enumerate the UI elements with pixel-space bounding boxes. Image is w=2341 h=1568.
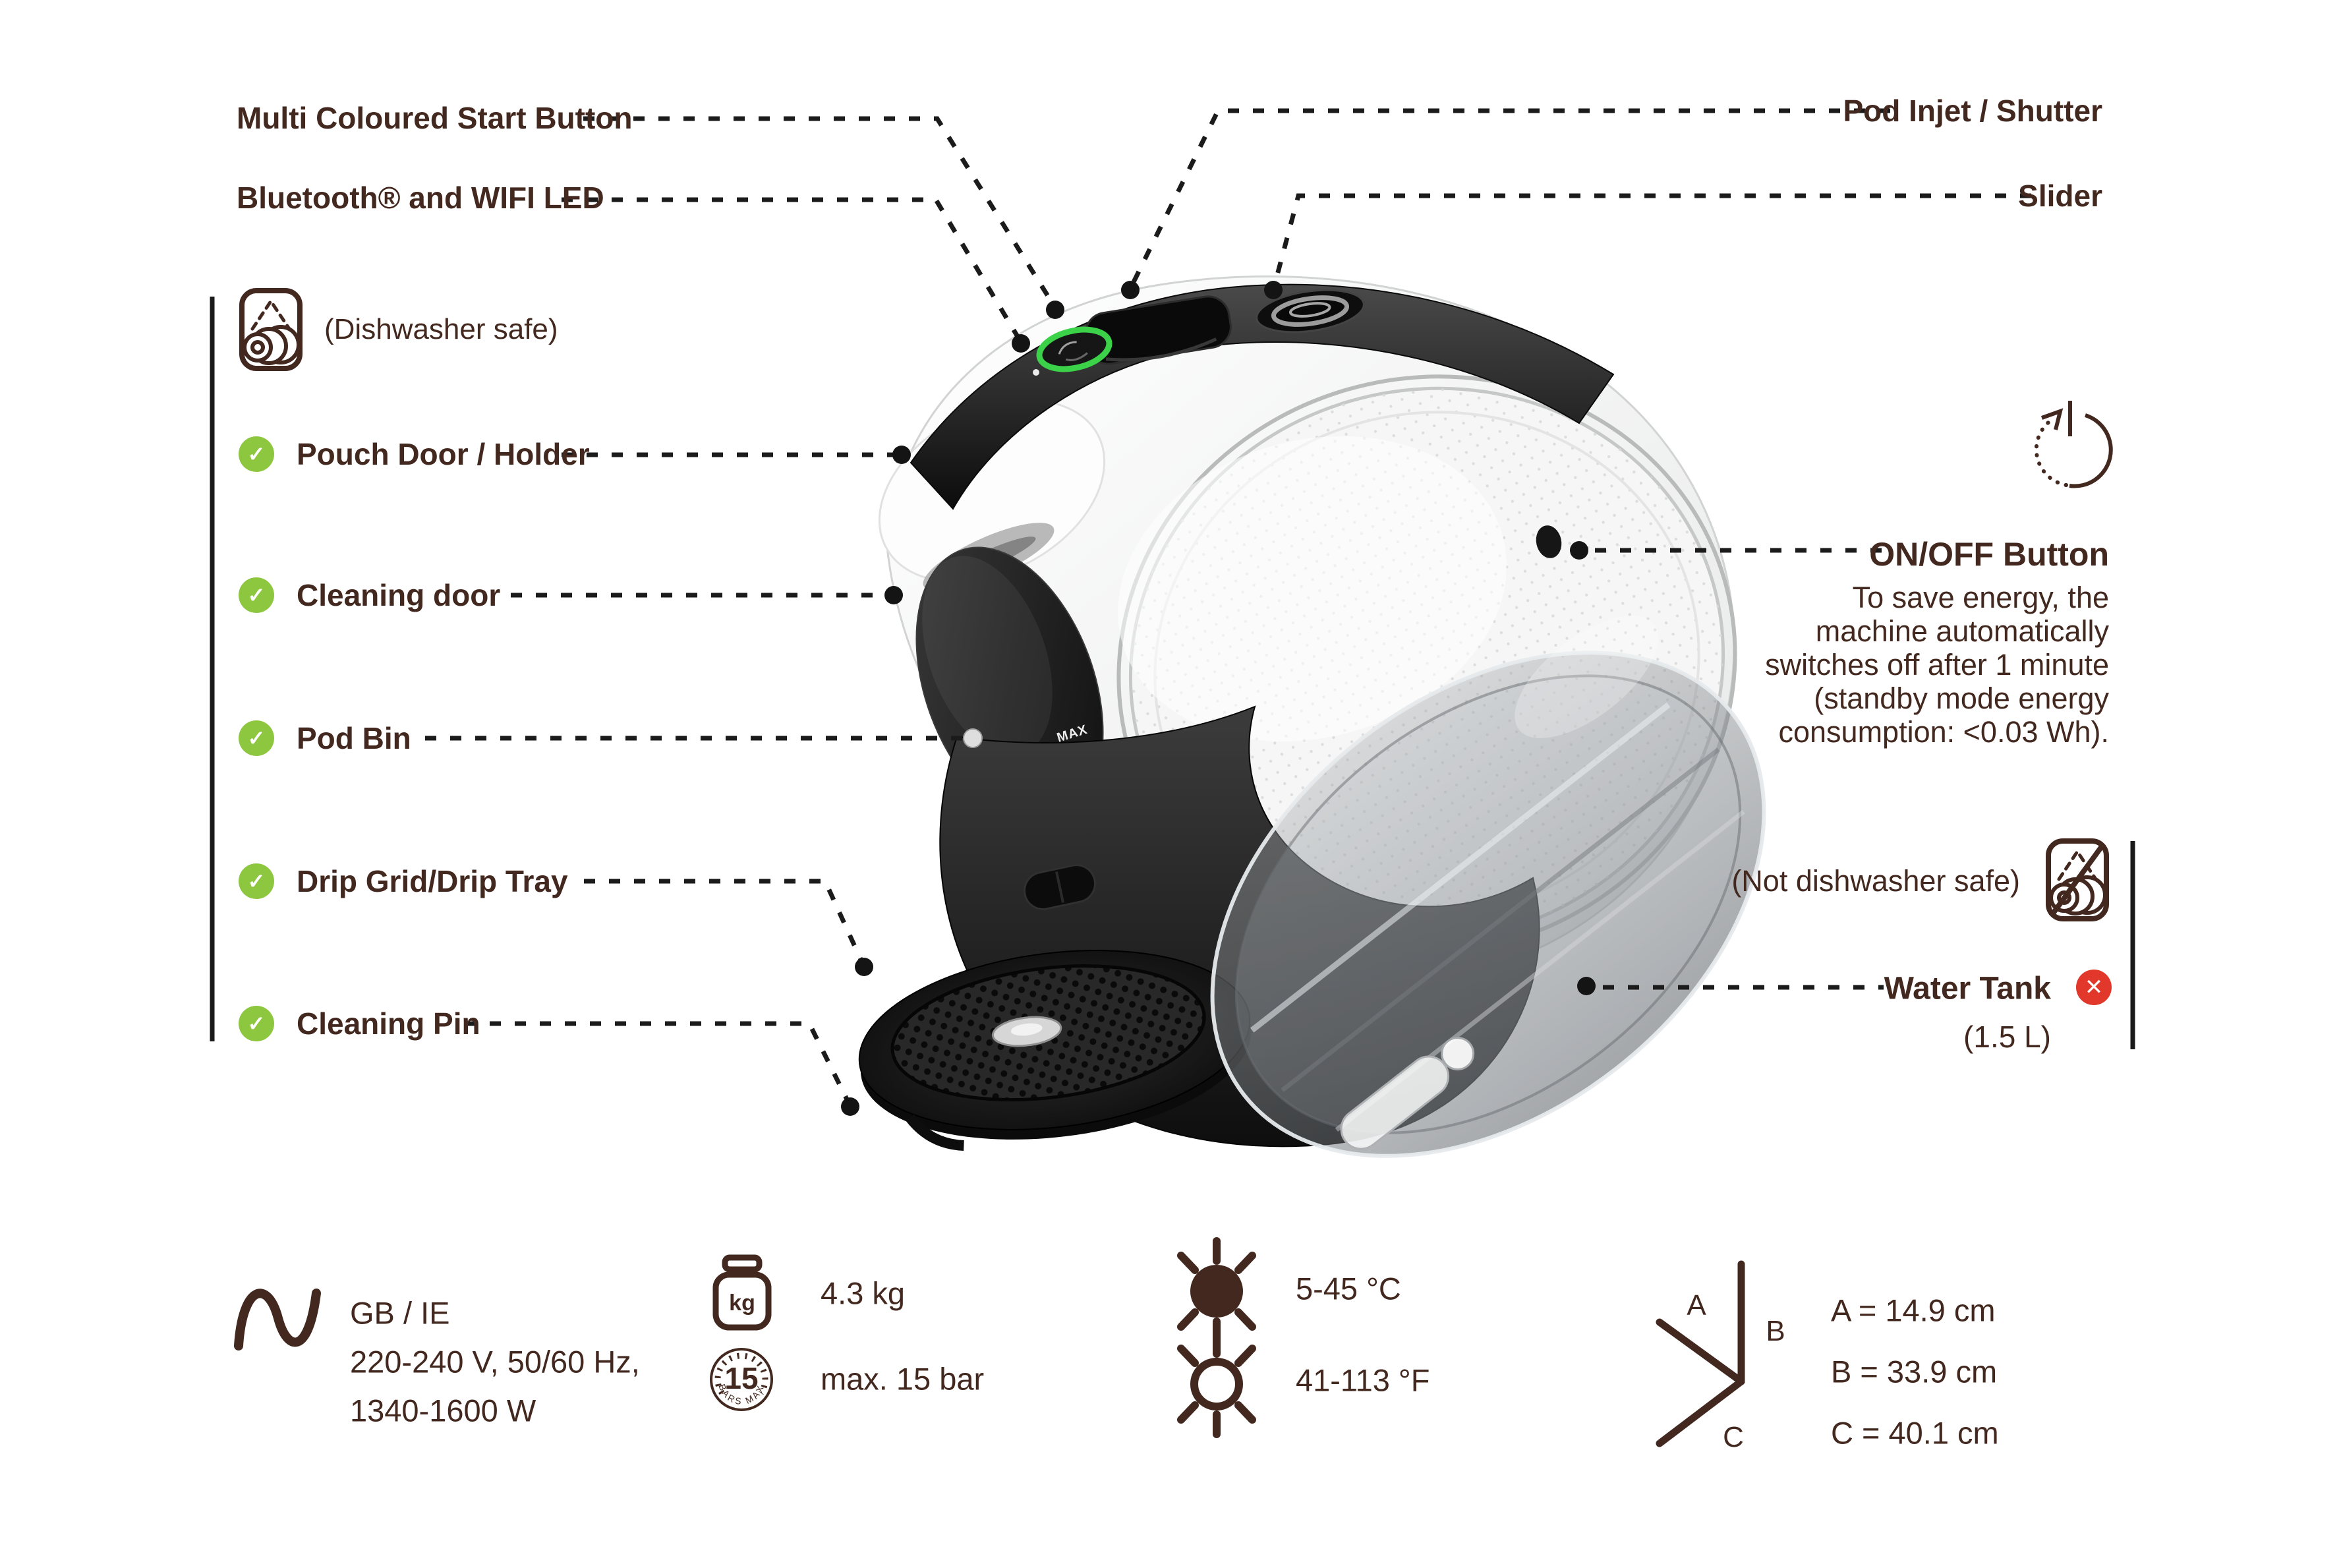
water-tank-capacity: (1.5 L): [1963, 1020, 2051, 1054]
dot-on-off: [1570, 541, 1588, 560]
cleaning-pin-label: Cleaning Pin: [297, 1006, 480, 1041]
check-icon: ✓: [239, 577, 274, 613]
cleaning-door-label: Cleaning door: [297, 578, 501, 612]
check-icon: ✓: [239, 863, 274, 899]
slider-control: [1256, 289, 1365, 334]
leader-drip-tray: [584, 879, 865, 964]
bluetooth-led-label: Bluetooth® and WIFI LED: [237, 181, 604, 215]
leader-pod-injet: [1130, 108, 1890, 286]
dimension-c-label: C: [1723, 1421, 1744, 1453]
cross-badge-icon: ✕: [2076, 970, 2112, 1005]
base-release-button: [1024, 864, 1096, 910]
dimension-b-label: B: [1766, 1315, 1785, 1347]
dot-slider: [1264, 281, 1283, 299]
on-off-desc-line: machine automatically: [1815, 614, 2109, 648]
dimension-a-label: A: [1687, 1289, 1706, 1321]
weight-icon-label: kg: [729, 1291, 755, 1316]
dot-bluetooth: [1012, 334, 1030, 353]
dot-start-button: [1046, 301, 1064, 319]
machine-illustration: MAX: [858, 275, 1766, 1158]
on-off-desc-line: consumption: <0.03 Wh).: [1778, 715, 2109, 749]
start-button-label: Multi Coloured Start Button: [237, 101, 633, 135]
power-wattage: 1340-1600 W: [350, 1393, 536, 1428]
pouch-door-label: Pouch Door / Holder: [297, 437, 590, 471]
on-off-desc-line: To save energy, the: [1852, 581, 2109, 614]
leader-bluetooth: [562, 197, 1022, 340]
power-voltage: 220-240 V, 50/60 Hz,: [350, 1344, 640, 1379]
pressure-value: max. 15 bar: [821, 1361, 985, 1397]
dot-cleaning-pin: [841, 1097, 859, 1116]
start-button-ring: [1036, 326, 1113, 372]
water-tank: [1210, 616, 1766, 1158]
leader-slider: [1272, 193, 2031, 285]
leader-cleaning-pin: [465, 1021, 851, 1103]
leader-start-button: [583, 116, 1055, 306]
check-icon: ✓: [239, 720, 274, 756]
on-off-button: [1536, 525, 1562, 558]
leader-lines: [425, 108, 2031, 1103]
temperature-c-value: 5-45 °C: [1296, 1271, 1401, 1306]
power-region: GB / IE: [350, 1295, 450, 1331]
dimensions-icon: [1656, 1260, 1745, 1447]
not-dishwasher-safe-label: (Not dishwasher safe): [1731, 864, 2020, 898]
dishwasher-safe-label: (Dishwasher safe): [324, 313, 558, 345]
pod-injet-label: Pod Injet / Shutter: [1843, 94, 2102, 128]
weight-icon: [712, 1254, 772, 1331]
dot-pouch-door: [892, 446, 911, 464]
dimension-c-value: C = 40.1 cm: [1831, 1415, 1999, 1451]
temperature-f-value: 41-113 °F: [1296, 1362, 1430, 1398]
wifi-led: [1033, 369, 1039, 376]
dimension-b-value: B = 33.9 cm: [1831, 1354, 1998, 1389]
on-off-desc-line: (standby mode energy: [1814, 682, 2109, 715]
pod-injet-slot: [1084, 295, 1232, 365]
not-dishwasher-safe-icon: [2048, 841, 2106, 919]
dot-drip-tray: [855, 958, 873, 976]
dishwasher-safe-icon: [242, 291, 300, 368]
check-icon: ✓: [239, 436, 274, 472]
power-wave-icon: [234, 1289, 321, 1350]
temperature-f-icon: [1177, 1330, 1256, 1438]
check-icon: ✓: [239, 1006, 274, 1041]
dot-cleaning-door: [884, 586, 903, 604]
dimension-a-value: A = 14.9 cm: [1831, 1292, 1996, 1328]
on-off-title: ON/OFF Button: [1869, 536, 2109, 573]
dot-water-tank: [1577, 977, 1596, 995]
drip-tray: [858, 950, 1252, 1151]
dot-pod-injet: [1121, 281, 1140, 299]
drip-tray-label: Drip Grid/Drip Tray: [297, 864, 568, 898]
water-tank-title: Water Tank: [1884, 971, 2051, 1006]
leader-dots: [841, 281, 1596, 1116]
pod-bin-label: Pod Bin: [297, 721, 411, 755]
weight-value: 4.3 kg: [821, 1275, 906, 1311]
pressure-badge-icon: 15 BARS MAX: [710, 1348, 773, 1411]
auto-off-icon: [2034, 401, 2113, 488]
pressure-badge-number: 15: [724, 1361, 758, 1395]
dot-pod-bin: [963, 728, 983, 748]
slider-label: Slider: [2018, 179, 2102, 213]
temperature-c-icon: [1177, 1237, 1256, 1345]
on-off-desc-line: switches off after 1 minute: [1765, 648, 2109, 682]
